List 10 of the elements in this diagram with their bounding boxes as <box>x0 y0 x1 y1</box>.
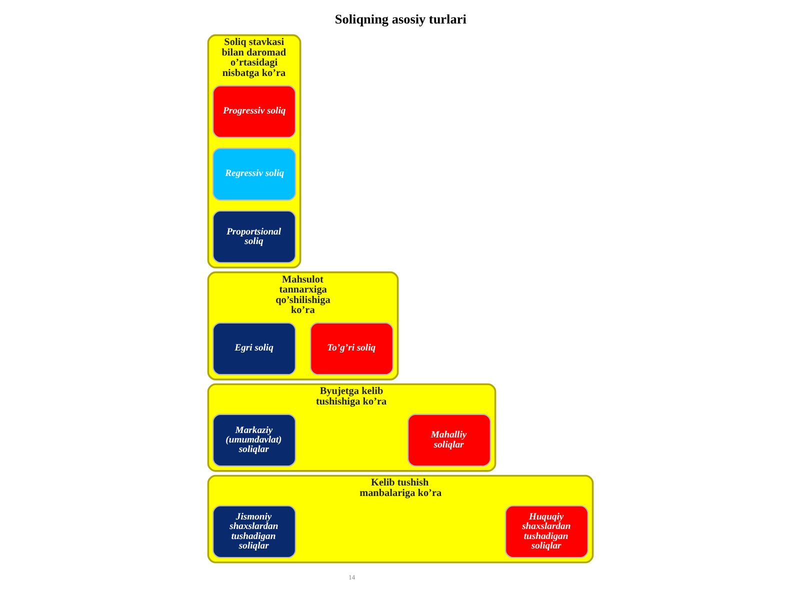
node-box: Huquqiy shaxslardan tushadigan soliqlar <box>504 505 588 558</box>
node-box: Proportsional soliq <box>212 210 296 264</box>
node-box: Egri soliq <box>212 322 296 376</box>
node-box: To’g’ri soliq <box>309 322 394 376</box>
diagram-title: Soliqning asosiy turlari <box>334 12 466 27</box>
node-box: Progressiv soliq <box>212 85 296 138</box>
node-box: Mahalliy soliqlar <box>406 414 491 467</box>
node-box: Markaziy (umumdavlat) soliqlar <box>212 414 296 467</box>
node-box: Jismoniy shaxslardan tushadigan soliqlar <box>212 505 296 558</box>
node-box: Regressiv soliq <box>212 148 296 201</box>
